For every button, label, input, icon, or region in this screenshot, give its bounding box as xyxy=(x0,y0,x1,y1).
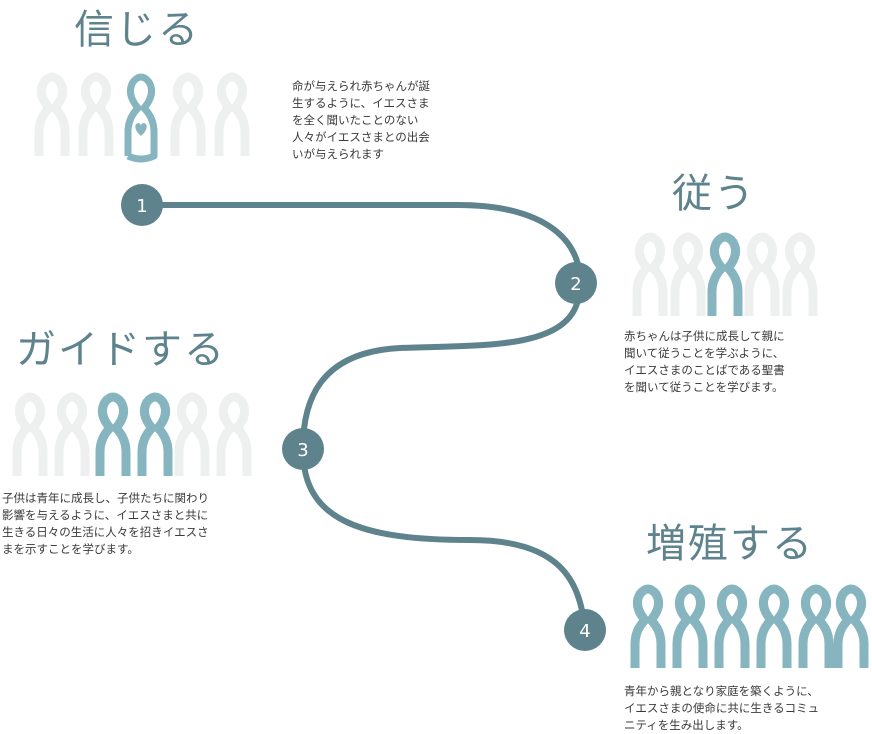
person-icon xyxy=(17,397,43,476)
person-icon xyxy=(175,77,201,156)
person-icon xyxy=(637,237,663,316)
child-person-icon xyxy=(712,237,738,316)
step-3-title: ガイドする xyxy=(16,327,226,373)
journey-path xyxy=(142,202,588,631)
step-2-marker: 2 xyxy=(555,262,597,304)
person-icon xyxy=(675,237,701,316)
person-icon xyxy=(59,397,85,476)
step-4-number: 4 xyxy=(579,621,590,642)
step-2-figures xyxy=(637,237,813,316)
step-2-title: 従う xyxy=(672,171,756,217)
person-icon xyxy=(635,589,661,668)
step-3-number: 3 xyxy=(297,440,308,461)
person-icon xyxy=(39,77,65,156)
person-icon xyxy=(749,237,775,316)
step-1-title: 信じる xyxy=(74,7,200,53)
step-4-description: 青年から親となり家庭を築くように、 イエスさまの使命に共に生きるコミュ ニティを… xyxy=(624,684,820,732)
person-icon xyxy=(787,237,813,316)
person-icon xyxy=(719,589,745,668)
person-icon xyxy=(677,589,703,668)
step-3-marker: 3 xyxy=(282,428,324,470)
step-1-marker: 1 xyxy=(121,184,163,226)
step-2-number: 2 xyxy=(570,274,581,295)
baby-with-heart-icon xyxy=(128,77,154,159)
person-icon xyxy=(83,77,109,156)
person-icon xyxy=(179,397,205,476)
step-4-marker: 4 xyxy=(564,609,606,651)
person-icon xyxy=(803,589,829,668)
person-icon xyxy=(838,589,864,668)
person-icon xyxy=(761,589,787,668)
step-3-figures xyxy=(17,397,247,476)
step-3-description: 子供は青年に成長し、子供たちに関わり 影響を与えるように、イエスさまと共に 生き… xyxy=(2,491,209,556)
person-icon xyxy=(100,397,126,476)
person-icon xyxy=(219,77,245,156)
heart-icon xyxy=(135,123,147,136)
step-1-number: 1 xyxy=(136,196,147,217)
step-4-figures xyxy=(635,589,864,668)
person-icon xyxy=(142,397,168,476)
step-1-description: 命が与えられ赤ちゃんが誕 生するように、イエスさま を全く聞いたことのない 人々… xyxy=(292,79,430,161)
step-4-title: 増殖する xyxy=(646,521,814,567)
step-1-figures xyxy=(39,77,245,159)
person-icon xyxy=(221,397,247,476)
step-2-description: 赤ちゃんは子供に成長して親に 聞いて従うことを学ぶように、 イエスさまのことばで… xyxy=(624,329,785,394)
